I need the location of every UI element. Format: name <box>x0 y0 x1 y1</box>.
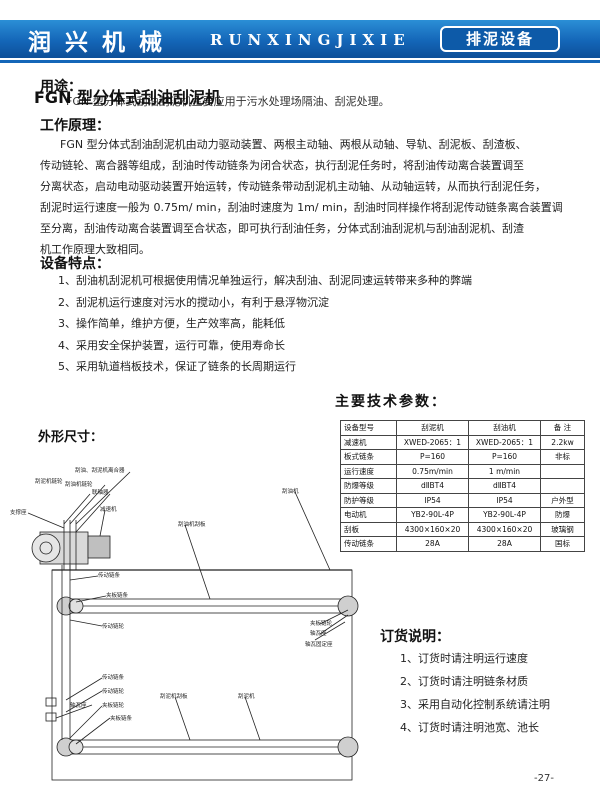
params-cell: dⅡBT4 <box>396 478 469 494</box>
order-item: 3、采用自动化控制系统请注明 <box>400 698 550 711</box>
params-cell: 刮油机 <box>468 420 541 436</box>
order-item: 2、订货时请注明链条材质 <box>400 675 528 688</box>
dimension-diagram: 刮油、刮泥机离合器 刮泥机链轮 联轴器 刮油机链轮 支撑座 减速机 刮油机 刮油… <box>10 450 370 795</box>
order-item: 4、订货时请注明池宽、池长 <box>400 721 539 734</box>
diagram-label: 刮泥机 <box>238 694 255 700</box>
order-title: 订货说明： <box>380 629 450 645</box>
diagram-label: 刮油机刮板 <box>178 522 206 528</box>
category-tab: 排泥设备 <box>440 26 560 52</box>
diagram-label: 轴瓦座 <box>70 703 87 709</box>
params-cell: 防爆 <box>540 507 585 523</box>
reducer <box>87 535 111 559</box>
diagram-label: 夹板链轮 <box>102 703 125 709</box>
params-cell: 玻璃钢 <box>540 521 585 537</box>
features-title: 设备特点： <box>40 256 110 272</box>
diagram-label: 刮泥机刮板 <box>160 694 188 700</box>
diagram-label: 减速机 <box>100 507 117 513</box>
params-cell <box>540 463 585 479</box>
params-cell: XWED-2065：1 <box>468 434 541 450</box>
params-cell: P=160 <box>396 449 469 465</box>
brand-name-en: RUNXINGJIXIE <box>210 31 411 49</box>
order-item: 1、订货时请注明运行速度 <box>400 652 528 665</box>
brand-name-cn: 润兴机械 <box>28 30 176 56</box>
params-cell: 0.75m/min <box>396 463 469 479</box>
diagram-label: 刮油机链轮 <box>65 482 93 488</box>
usage-title: 用途： <box>40 79 82 95</box>
params-cell: IP54 <box>396 492 469 508</box>
params-cell: 非标 <box>540 449 585 465</box>
principle-title: 工作原理： <box>40 118 110 134</box>
feature-item: 5、采用轨道档板技术，保证了链条的长周期运行 <box>58 360 296 373</box>
order-list: 1、订货时请注明运行速度 2、订货时请注明链条材质 3、采用自动化控制系统请注明… <box>400 647 550 739</box>
diagram-label: 夹板链条 <box>106 593 129 599</box>
diagram-label: 传动链轮 <box>102 624 125 630</box>
params-cell: 备 注 <box>540 420 585 436</box>
feature-item: 2、刮泥机运行速度对污水的搅动小，有利于悬浮物沉淀 <box>58 295 329 309</box>
diagram-label: 传动链条 <box>98 573 121 579</box>
params-cell <box>540 478 585 494</box>
diagram-label: 轴瓦固定座 <box>305 642 333 648</box>
feature-item: 4、采用安全保护装置，运行可靠，使用寿命长 <box>58 338 285 352</box>
params-cell: 28A <box>468 536 541 552</box>
diagram-label: 联轴器 <box>92 490 109 496</box>
principle-line: FGN 型分体式刮油刮泥机由动力驱动装置、两根主动轴、两根从动轴、导轨、刮泥板、… <box>60 138 527 151</box>
params-cell: 2.2kw <box>540 434 585 450</box>
product-title: FGN 型分体式刮油刮泥机 <box>34 88 222 107</box>
principle-line: 分离状态，启动电动驱动装置开始运转，传动链条带动刮泥机主动轴、从动轴运转，从而执… <box>40 180 546 193</box>
diagram-label: 刮泥机链轮 <box>35 479 63 485</box>
params-cell: 1 m/min <box>468 463 541 479</box>
diagram-label: 刮油机 <box>282 489 299 495</box>
diagram-label: 支撑座 <box>10 510 27 516</box>
features-list: 1、刮油机刮泥机可根据使用情况单独运行，解决刮油、刮泥同速运转带来多种的弊端 2… <box>58 270 472 378</box>
diagram-label: 轴瓦座 <box>310 631 327 637</box>
params-cell: 户外型 <box>540 492 585 508</box>
dimensions-title: 外形尺寸： <box>38 430 104 445</box>
principle-line: 机工作原理大致相同。 <box>40 243 150 256</box>
params-cell: P=160 <box>468 449 541 465</box>
params-cell: 减速机 <box>340 434 397 450</box>
category-label: 排泥设备 <box>465 30 534 48</box>
params-cell: dⅡBT4 <box>468 478 541 494</box>
diagram-label: 夹板链条 <box>110 716 133 722</box>
params-row: 设备型号刮泥机刮油机备 注 <box>340 420 585 436</box>
feature-item: 1、刮油机刮泥机可根据使用情况单独运行，解决刮油、刮泥同速运转带来多种的弊端 <box>58 274 472 287</box>
params-cell: YB2-90L-4P <box>468 507 541 523</box>
params-cell: 28A <box>396 536 469 552</box>
params-cell: XWED-2065：1 <box>396 434 469 450</box>
tank-frame <box>51 569 353 781</box>
params-cell: 国标 <box>540 536 585 552</box>
params-cell: 刮泥机 <box>396 420 469 436</box>
params-cell: 4300×160×20 <box>468 521 541 537</box>
principle-line: 刮泥时运行速度一般为 0.75m/ min，刮油时速度为 1m/ min，刮油时… <box>40 201 563 214</box>
params-title: 主要技术参数： <box>335 394 447 410</box>
page-header: 润兴机械 RUNXINGJIXIE 排泥设备 <box>0 0 600 68</box>
diagram-label: 传动链轮 <box>102 689 125 695</box>
params-cell: 4300×160×20 <box>396 521 469 537</box>
diagram-label: 夹板链轮 <box>310 621 333 627</box>
params-cell: IP54 <box>468 492 541 508</box>
principle-line: 至分离，刮油传动离合装置调至合状态，即可执行刮油任务，分体式刮油刮泥机与刮油刮泥… <box>40 222 524 235</box>
page-number: -27- <box>534 773 554 784</box>
diagram-label: 刮油、刮泥机离合器 <box>75 468 125 474</box>
usage-text: FGN 型分体式刮油刮泥机主要应用于污水处理场隔油、刮泥处理。 <box>66 95 390 108</box>
params-cell: YB2-90L-4P <box>396 507 469 523</box>
feature-item: 3、操作简单，维护方便，生产效率高，能耗低 <box>58 317 285 330</box>
principle-line: 传动链轮、离合器等组成，刮油时传动链条为闭合状态，执行刮泥任务时，将刮油传动离合… <box>40 159 524 172</box>
params-cell: 设备型号 <box>340 420 397 436</box>
principle-text: FGN 型分体式刮油刮泥机由动力驱动装置、两根主动轴、两根从动轴、导轨、刮泥板、… <box>40 134 580 260</box>
diagram-label: 传动链条 <box>102 675 125 681</box>
diagram-drawing <box>27 471 359 781</box>
header-underline <box>0 60 600 63</box>
